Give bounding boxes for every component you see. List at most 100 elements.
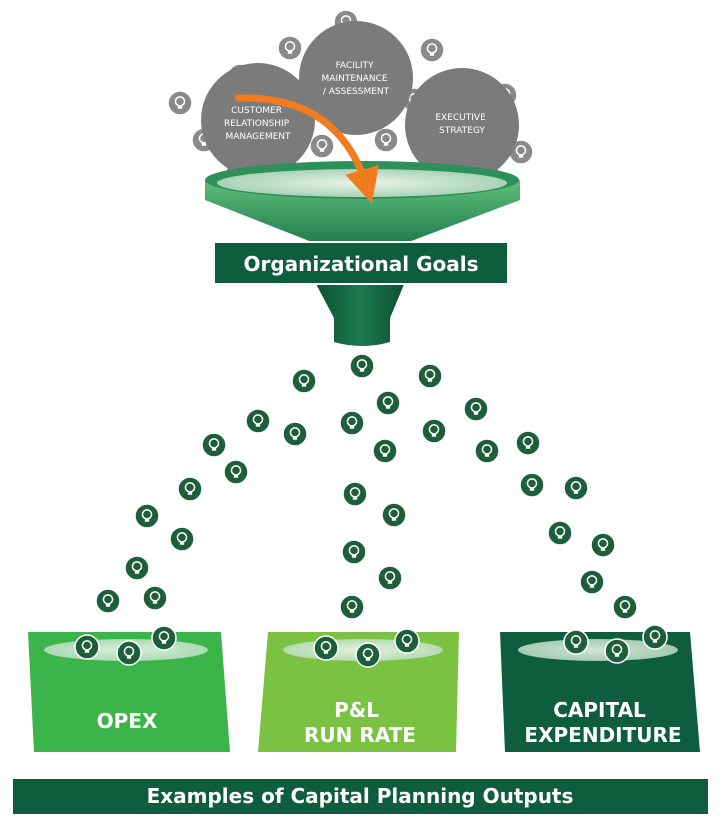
flow-bubble [381, 502, 407, 528]
lightbulb-icon [81, 640, 93, 653]
flow-bubble [463, 396, 489, 422]
customer-goal-bubble: CUSTOMER RELATIONSHIP MANAGEMENT [201, 63, 315, 177]
lightbulb-icon [379, 444, 391, 457]
lightbulb-icon [284, 41, 296, 54]
bucket-bubble [604, 638, 630, 664]
lightbulb-icon [570, 481, 582, 494]
lightbulb-icon [316, 139, 328, 152]
flow-bubble [519, 472, 545, 498]
flow-bubble [339, 594, 365, 620]
lightbulb-icon [346, 600, 358, 613]
lightbulb-icon [388, 508, 400, 521]
lightbulb-icon [619, 600, 631, 613]
flow-bubble [223, 459, 249, 485]
lightbulb-icon [586, 575, 598, 588]
pl-label-line-2: RUN RATE [304, 723, 416, 747]
bucket-bubble [151, 625, 177, 651]
customer-label-line-2: RELATIONSHIP [224, 119, 290, 129]
lightbulb-icon [123, 646, 135, 659]
lightbulb-icon [401, 634, 413, 647]
idea-bubble [508, 139, 534, 165]
flow-bubble [372, 438, 398, 464]
lightbulb-icon [424, 369, 436, 382]
funnel-cone [205, 180, 520, 246]
executive-label-line-1: EXECUTIVE [435, 113, 486, 123]
pl-label: P&L RUN RATE [304, 698, 416, 747]
executive-goal-bubble: EXECUTIVE STRATEGY [405, 68, 519, 182]
lightbulb-icon [298, 374, 310, 387]
flow-bubble [134, 503, 160, 529]
flow-bubble [169, 526, 195, 552]
flow-bubble [349, 353, 375, 379]
lightbulb-icon [428, 424, 440, 437]
idea-bubble [167, 90, 193, 116]
customer-label-line-1: CUSTOMER [231, 106, 282, 116]
flow-bubble [590, 532, 616, 558]
facility-label-line-2: MAINTENANCE [322, 74, 388, 84]
flow-bubble [201, 432, 227, 458]
facility-label-line-1: FACILITY [336, 61, 374, 71]
lightbulb-icon [426, 43, 438, 56]
lightbulb-icon [384, 571, 396, 584]
opex-label: OPEX [97, 709, 158, 733]
lightbulb-icon [320, 641, 332, 654]
lightbulb-icon [570, 635, 582, 648]
bucket-bubble [74, 634, 100, 660]
bucket-bubble [642, 624, 668, 650]
lightbulb-icon [158, 631, 170, 644]
lightbulb-icon [149, 591, 161, 604]
bucket-bubbles [74, 624, 668, 668]
capex-label-line-1: CAPITAL [553, 698, 646, 722]
flow-arrow [234, 94, 379, 204]
lightbulb-icon [522, 436, 534, 449]
pl-label-line-1: P&L [334, 698, 379, 722]
flow-bubble [375, 390, 401, 416]
facility-label-line-3: / ASSESSMENT [323, 87, 390, 97]
capex-label-line-2: EXPENDITURE [524, 723, 681, 747]
flow-bubble [474, 438, 500, 464]
lightbulb-icon [597, 538, 609, 551]
lightbulb-icon [174, 96, 186, 109]
flow-bubble [563, 475, 589, 501]
flow-bubble [421, 418, 447, 444]
funnel-label: Organizational Goals [243, 252, 478, 276]
lightbulb-icon [289, 427, 301, 440]
flow-bubble [377, 565, 403, 591]
lightbulb-icon [356, 359, 368, 372]
flow-bubble [515, 430, 541, 456]
lightbulb-icon [362, 648, 374, 661]
idea-bubble [309, 133, 335, 159]
lightbulb-icon [230, 465, 242, 478]
flow-bubble [291, 368, 317, 394]
customer-goal-label: CUSTOMER RELATIONSHIP MANAGEMENT [224, 106, 292, 142]
lightbulb-icon [515, 145, 527, 158]
bucket-bubble [394, 628, 420, 654]
flow-bubble [612, 594, 638, 620]
executive-goal-label: EXECUTIVE STRATEGY [435, 113, 488, 136]
flow-bubble [547, 520, 573, 546]
idea-bubble [277, 35, 303, 61]
flow-bubble [342, 481, 368, 507]
capex-label: CAPITAL EXPENDITURE [524, 698, 681, 747]
lightbulb-icon [526, 478, 538, 491]
bucket-bubble [313, 635, 339, 661]
executive-label-line-2: STRATEGY [439, 126, 485, 136]
lightbulb-icon [252, 414, 264, 427]
flow-bubble [579, 569, 605, 595]
lightbulb-icon [649, 630, 661, 643]
idea-bubble [373, 127, 399, 153]
lightbulb-icon [380, 133, 392, 146]
opex-label-line-1: OPEX [97, 709, 158, 733]
idea-bubble [419, 37, 445, 63]
lightbulb-icon [208, 438, 220, 451]
bucket-bubble [116, 640, 142, 666]
footer-label: Examples of Capital Planning Outputs [147, 784, 574, 808]
lightbulb-icon [131, 561, 143, 574]
flow-bubble [142, 585, 168, 611]
facility-goal-label: FACILITY MAINTENANCE / ASSESSMENT [322, 61, 391, 97]
lightbulb-icon [141, 509, 153, 522]
lightbulb-icon [611, 644, 623, 657]
flow-bubble [95, 588, 121, 614]
lightbulb-icon [102, 594, 114, 607]
lightbulb-icon [346, 416, 358, 429]
